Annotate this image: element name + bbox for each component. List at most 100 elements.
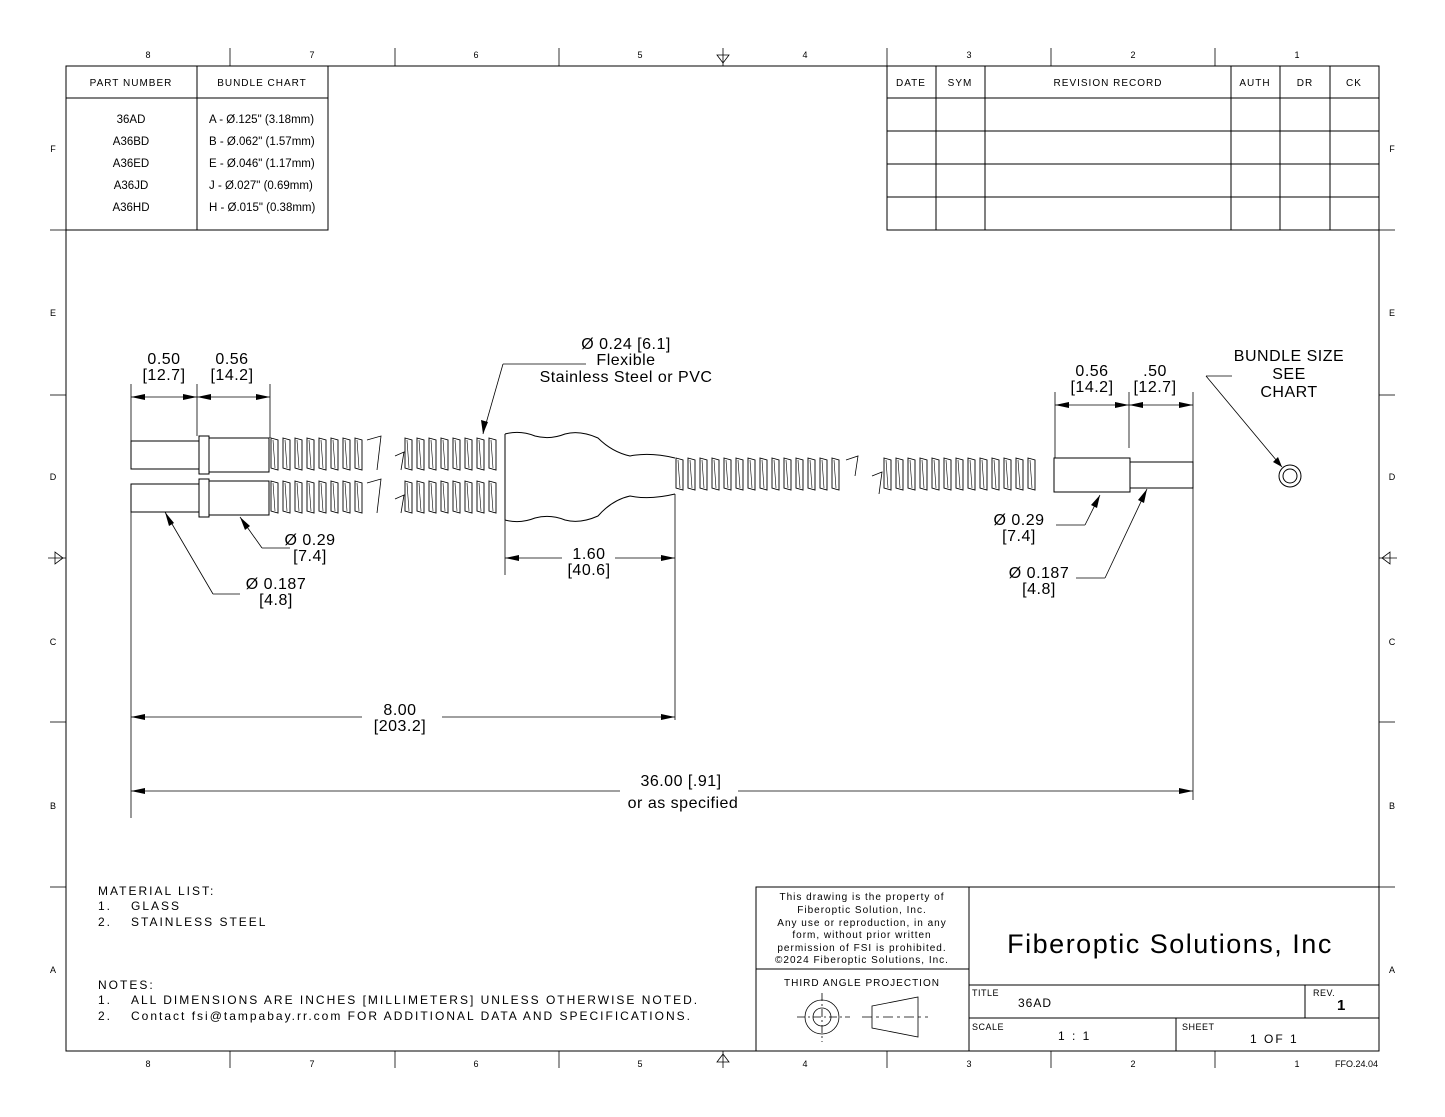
dim-label: Ø 0.187: [246, 576, 306, 593]
rev-header-sym: SYM: [948, 78, 973, 89]
material-list-title: MATERIAL LIST:: [98, 884, 215, 898]
material-item: STAINLESS STEEL: [131, 915, 267, 929]
dim-label: [14.2]: [210, 367, 253, 384]
note-item: ALL DIMENSIONS ARE INCHES [MILLIMETERS] …: [131, 993, 699, 1007]
note-item: Contact fsi@tampabay.rr.com FOR ADDITION…: [131, 1009, 692, 1023]
dim-label: [12.7]: [1133, 379, 1176, 396]
dim-label: or as specified: [628, 795, 739, 812]
row-label-right: C: [1389, 637, 1396, 647]
dim-label: [12.7]: [142, 367, 185, 384]
bundle-end-view: [1205, 375, 1302, 488]
scale-value: 1 : 1: [1058, 1029, 1091, 1043]
row-label-left: B: [50, 801, 56, 811]
dim-label: Ø 0.187: [1009, 565, 1069, 582]
dim-label: [4.8]: [1022, 581, 1056, 598]
dimension-lines: [130, 363, 1194, 818]
centering-mark-top: [716, 48, 730, 66]
col-label-bottom: 3: [966, 1059, 971, 1069]
third-angle-projection-symbol: [797, 993, 928, 1042]
col-label-top: 5: [637, 50, 642, 60]
bundle-chart-table: PART NUMBER BUNDLE CHART 36AD A - Ø.125"…: [65, 65, 329, 231]
bundle-size-label: BUNDLE SIZE: [1234, 348, 1344, 365]
rev-header-record: REVISION RECORD: [1054, 78, 1163, 89]
bundle-size-cell: J - Ø.027" (0.69mm): [209, 180, 313, 192]
col-label-bottom: 7: [309, 1059, 314, 1069]
bundle-size-cell: B - Ø.062" (1.57mm): [209, 136, 315, 148]
dim-label: [7.4]: [1002, 528, 1036, 545]
material-index: 2.: [98, 915, 112, 929]
dim-label: Ø 0.29: [993, 512, 1044, 529]
bundle-size-cell: E - Ø.046" (1.17mm): [209, 158, 315, 170]
centering-mark-left: [48, 551, 66, 565]
property-notice-line: form, without prior written: [792, 930, 931, 941]
notes-title: NOTES:: [98, 978, 155, 992]
sheet-label: SHEET: [1182, 1022, 1215, 1032]
dim-label: [4.8]: [259, 592, 293, 609]
projection-label: THIRD ANGLE PROJECTION: [784, 978, 940, 989]
row-label-right: E: [1389, 308, 1395, 318]
dim-label: [14.2]: [1070, 379, 1113, 396]
part-number-cell: A36HD: [112, 202, 149, 214]
property-notice-line: ©2024 Fiberoptic Solutions, Inc.: [775, 955, 949, 966]
col-label-bottom: 8: [145, 1059, 150, 1069]
rev-value: 1: [1337, 997, 1345, 1014]
sheet-value: 1 OF 1: [1250, 1032, 1299, 1046]
part-number-cell: 36AD: [117, 114, 146, 126]
centering-mark-bottom: [716, 1051, 730, 1068]
col-label-bottom: 2: [1130, 1059, 1135, 1069]
centering-mark-right: [1379, 551, 1397, 565]
revision-record-table: DATE SYM REVISION RECORD AUTH DR CK: [886, 65, 1380, 231]
rev-header-ck: CK: [1346, 78, 1362, 89]
company-name: Fiberoptic Solutions, Inc: [1007, 929, 1333, 959]
title-block: This drawing is the property of Fiberopt…: [755, 886, 1380, 1052]
rev-label: REV.: [1313, 988, 1335, 998]
bundle-size-cell: A - Ø.125" (3.18mm): [209, 114, 314, 126]
col-label-top: 6: [473, 50, 478, 60]
dim-label: 0.50: [147, 351, 180, 368]
property-notice-line: This drawing is the property of: [780, 892, 945, 903]
part-number-cell: A36BD: [113, 136, 149, 148]
col-label-top: 3: [966, 50, 971, 60]
dim-label: [7.4]: [293, 548, 327, 565]
dim-label: 1.60: [572, 546, 605, 563]
dim-label: [203.2]: [374, 718, 426, 735]
bundle-size-label: CHART: [1260, 384, 1317, 401]
row-label-left: E: [50, 308, 56, 318]
form-code: FFO.24.04: [1335, 1059, 1378, 1069]
bundle-chart-header-chart: BUNDLE CHART: [217, 78, 307, 89]
title-label: TITLE: [972, 988, 999, 998]
rev-header-dr: DR: [1297, 78, 1313, 89]
col-label-bottom: 4: [802, 1059, 807, 1069]
row-label-right: F: [1389, 144, 1395, 154]
col-label-top: 4: [802, 50, 807, 60]
note-index: 1.: [98, 993, 112, 1007]
row-label-left: F: [50, 144, 56, 154]
col-label-bottom: 6: [473, 1059, 478, 1069]
flex-label: Ø 0.24 [6.1]: [581, 336, 671, 353]
scale-label: SCALE: [972, 1022, 1004, 1032]
material-list: MATERIAL LIST: 1. GLASS 2. STAINLESS STE…: [98, 884, 267, 929]
col-label-top: 2: [1130, 50, 1135, 60]
col-label-bottom: 1: [1294, 1059, 1299, 1069]
dim-label: Ø 0.29: [284, 532, 335, 549]
flex-label: Stainless Steel or PVC: [540, 369, 713, 386]
dim-label: .50: [1143, 363, 1167, 380]
note-index: 2.: [98, 1009, 112, 1023]
col-label-top: 8: [145, 50, 150, 60]
row-label-right: A: [1389, 965, 1395, 975]
rev-header-date: DATE: [896, 78, 926, 89]
material-item: GLASS: [131, 899, 181, 913]
right-connector: [1053, 457, 1194, 493]
material-index: 1.: [98, 899, 112, 913]
notes: NOTES: 1. ALL DIMENSIONS ARE INCHES [MIL…: [98, 978, 699, 1023]
dim-label: [40.6]: [567, 562, 610, 579]
left-connector-assembly: [130, 431, 1036, 523]
zone-labels: 8 7 6 5 4 3 2 1 8 7 6 5 4 3 2 1 F E D C …: [50, 50, 1396, 1069]
flex-label: Flexible: [596, 352, 655, 369]
dim-label: 8.00: [383, 702, 416, 719]
rev-header-auth: AUTH: [1239, 78, 1270, 89]
property-notice-line: Any use or reproduction, in any: [777, 918, 946, 929]
dim-label: 36.00 [.91]: [640, 773, 721, 790]
property-notice-line: Fiberoptic Solution, Inc.: [797, 905, 927, 916]
